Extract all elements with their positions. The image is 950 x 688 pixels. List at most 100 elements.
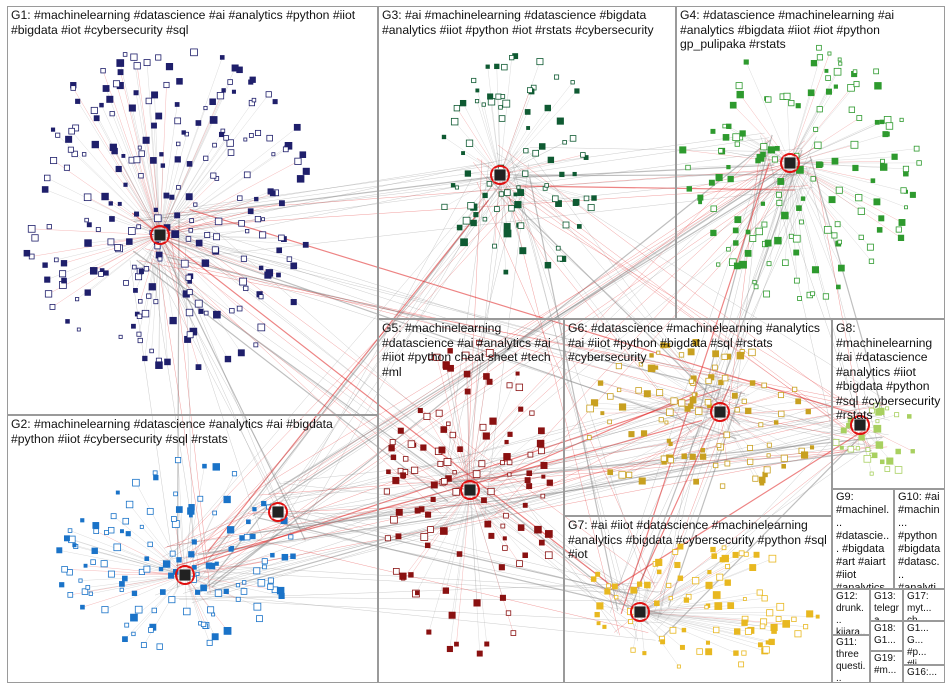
graph-node <box>237 195 243 201</box>
graph-node <box>156 643 163 650</box>
edge <box>469 489 522 528</box>
edge <box>456 108 501 176</box>
graph-node <box>162 560 171 568</box>
graph-node <box>145 97 153 105</box>
graph-node <box>118 334 123 339</box>
graph-node <box>122 517 130 525</box>
graph-node <box>705 581 713 589</box>
graph-node <box>80 604 85 610</box>
graph-node <box>450 183 456 188</box>
graph-node <box>500 523 506 529</box>
graph-node <box>644 581 651 589</box>
edge <box>159 142 231 236</box>
graph-node <box>141 309 150 318</box>
graph-node <box>201 259 210 267</box>
graph-node <box>188 228 194 233</box>
graph-node <box>838 61 843 66</box>
graph-node <box>900 187 907 194</box>
edge <box>689 162 791 190</box>
edge <box>789 86 837 164</box>
edge <box>469 342 480 491</box>
edge <box>719 411 785 459</box>
graph-node <box>879 163 888 171</box>
graph-node <box>526 470 533 477</box>
graph-node <box>858 234 864 240</box>
edge <box>159 234 233 311</box>
edge <box>620 162 770 614</box>
edge <box>96 118 161 236</box>
graph-node <box>666 408 674 417</box>
edge <box>719 411 761 425</box>
graph-node <box>278 234 285 242</box>
graph-node <box>408 572 414 578</box>
graph-node <box>670 397 678 405</box>
graph-node <box>747 444 753 451</box>
edge <box>94 110 161 236</box>
edge <box>639 611 738 632</box>
edge <box>442 452 843 486</box>
graph-node <box>158 566 164 572</box>
graph-node <box>677 543 684 550</box>
graph-node <box>181 130 186 135</box>
graph-node <box>642 651 647 656</box>
graph-node <box>780 454 788 462</box>
graph-node <box>265 91 272 98</box>
edge <box>724 125 791 164</box>
graph-node <box>897 234 905 242</box>
graph-node <box>544 551 553 560</box>
graph-node <box>732 133 741 142</box>
graph-node <box>400 472 406 479</box>
edge <box>207 199 489 553</box>
graph-node <box>660 639 666 645</box>
graph-node <box>863 455 872 463</box>
graph-node <box>614 594 619 600</box>
graph-node <box>749 235 757 242</box>
graph-node <box>116 59 125 67</box>
graph-node <box>596 621 601 626</box>
graph-node <box>494 206 500 212</box>
edge <box>719 411 763 484</box>
graph-node <box>487 93 494 100</box>
edge <box>207 502 272 585</box>
graph-node <box>302 241 309 248</box>
graph-node <box>879 119 885 125</box>
graph-node <box>722 134 730 141</box>
graph-node <box>256 615 263 623</box>
edge <box>629 411 721 476</box>
graph-node <box>23 249 31 257</box>
graph-node <box>742 597 747 601</box>
graph-node <box>288 534 294 540</box>
graph-node <box>524 477 531 484</box>
edge <box>639 611 768 643</box>
edge <box>159 165 164 236</box>
graph-node <box>782 620 791 628</box>
graph-node <box>185 236 192 242</box>
graph-node <box>831 232 838 239</box>
graph-node <box>626 471 633 478</box>
graph-node <box>123 182 128 187</box>
edge <box>789 144 855 164</box>
graph-node <box>748 348 756 357</box>
graph-node <box>264 271 272 279</box>
graph-node <box>611 583 618 590</box>
edge <box>806 166 879 447</box>
graph-node <box>441 134 447 140</box>
graph-node <box>63 164 70 171</box>
edge <box>789 162 884 168</box>
graph-node <box>753 284 759 290</box>
graph-node <box>681 453 687 459</box>
graph-node <box>152 470 158 476</box>
edge <box>789 162 798 281</box>
graph-node <box>517 524 525 531</box>
graph-node <box>180 259 189 268</box>
graph-node <box>176 185 181 190</box>
graph-node <box>874 119 880 125</box>
graph-node <box>699 453 707 460</box>
graph-node <box>700 447 705 453</box>
edge <box>441 453 858 474</box>
edge <box>159 119 214 236</box>
graph-node <box>783 92 791 100</box>
graph-node <box>909 191 916 198</box>
edge <box>184 507 192 576</box>
graph-node <box>874 82 882 90</box>
